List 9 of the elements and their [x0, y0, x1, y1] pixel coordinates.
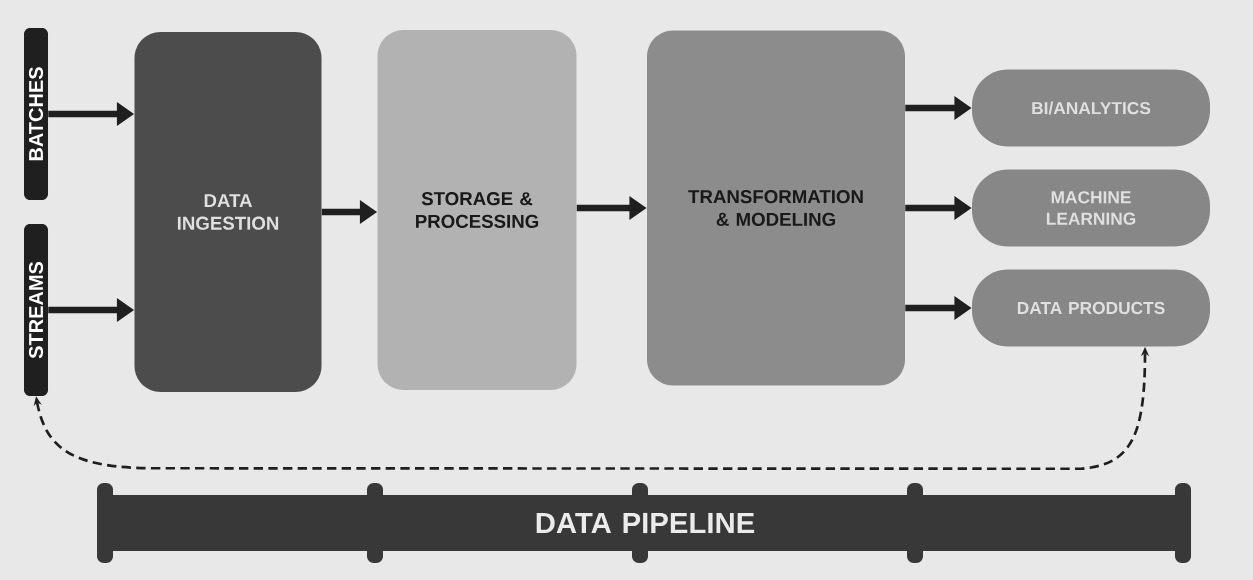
input-tab: BATCHES — [24, 28, 48, 200]
pipeline-bar: DATA PIPELINE — [97, 483, 1191, 563]
process-box: TRANSFORMATION & MODELING — [647, 30, 905, 386]
process-box: DATA INGESTION — [134, 32, 322, 392]
output-pill: MACHINE LEARNING — [972, 169, 1210, 247]
process-box: STORAGE & PROCESSING — [377, 30, 577, 390]
output-pill: DATA PRODUCTS — [972, 269, 1210, 347]
output-pill: BI/ANALYTICS — [972, 69, 1210, 147]
input-tab: STREAMS — [24, 224, 48, 396]
